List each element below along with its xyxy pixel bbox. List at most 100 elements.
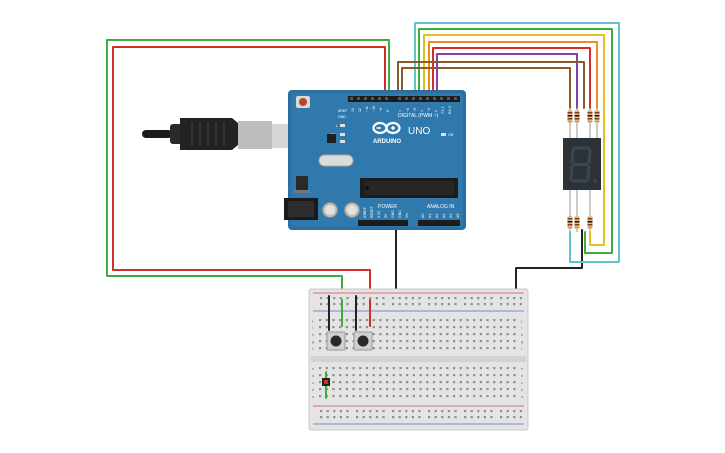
breadboard-hole <box>345 326 348 329</box>
breadboard-hole <box>426 388 429 391</box>
wire-orange[interactable] <box>428 41 598 109</box>
svg-text:RESET: RESET <box>370 205 374 218</box>
breadboard-hole <box>379 367 382 370</box>
breadboard-hole <box>486 347 489 350</box>
wire-green-seg[interactable] <box>418 28 613 254</box>
svg-text:4: 4 <box>420 110 424 112</box>
breadboard-hole <box>339 303 342 306</box>
breadboard-hole <box>399 381 402 384</box>
breadboard-hole <box>513 367 516 370</box>
breadboard-hole <box>513 388 516 391</box>
wire-cyan[interactable] <box>414 22 620 263</box>
breadboard-hole <box>386 388 389 391</box>
breadboard-hole <box>399 374 402 377</box>
resistor <box>594 108 600 126</box>
wire-brown-b[interactable] <box>397 61 585 109</box>
wire-purple[interactable] <box>436 53 578 109</box>
breadboard-hole <box>369 297 372 300</box>
breadboard-hole <box>386 326 389 329</box>
svg-text:c: c <box>521 380 523 385</box>
wire-black-gnd-display[interactable] <box>515 229 583 297</box>
digital-header[interactable] <box>348 96 460 102</box>
breadboard-hole <box>432 333 436 336</box>
breadboard-hole <box>466 395 469 398</box>
breadboard-hole <box>426 340 429 343</box>
wire-yellow[interactable] <box>423 34 605 246</box>
power-label: POWER <box>378 204 397 210</box>
breadboard-hole <box>439 340 442 343</box>
breadboard[interactable]: j i h g f e d c b a j i h g f e d c b a <box>308 288 529 431</box>
breadboard-hole <box>493 395 496 398</box>
breadboard-hole <box>454 416 457 419</box>
wire-red-seg[interactable] <box>432 47 591 109</box>
breadboard-hole <box>419 395 422 398</box>
svg-text:d: d <box>521 373 523 378</box>
breadboard-hole <box>453 395 456 398</box>
breadboard-hole <box>418 297 421 300</box>
breadboard-hole <box>453 333 456 336</box>
breadboard-hole <box>412 340 415 343</box>
breadboard-hole <box>352 388 355 391</box>
breadboard-hole <box>405 303 408 306</box>
breadboard-hole <box>453 340 456 343</box>
breadboard-hole <box>453 374 456 377</box>
wire-green-button[interactable] <box>106 39 390 327</box>
seven-segment-display[interactable] <box>563 126 601 214</box>
breadboard-hole <box>439 381 442 384</box>
breadboard-hole <box>412 319 415 322</box>
push-button-right[interactable] <box>353 331 373 351</box>
svg-text:A2: A2 <box>435 214 439 218</box>
breadboard-hole <box>326 303 329 306</box>
breadboard-hole <box>519 303 522 306</box>
breadboard-hole <box>399 319 402 322</box>
breadboard-hole <box>441 410 444 413</box>
breadboard-hole <box>352 374 355 377</box>
breadboard-hole <box>326 416 329 419</box>
breadboard-hole <box>320 416 323 419</box>
breadboard-hole <box>446 388 449 391</box>
breadboard-hole <box>466 347 469 350</box>
breadboard-hole <box>345 347 348 350</box>
breadboard-hole <box>386 374 389 377</box>
breadboard-hole <box>483 303 486 306</box>
arduino-uno-board[interactable]: AREF GND DIGITAL (PWM ~) 13 12 ~11 ~10 ~… <box>284 90 466 230</box>
breadboard-hole <box>428 416 431 419</box>
push-button-left[interactable] <box>326 331 346 351</box>
breadboard-hole <box>362 410 365 413</box>
breadboard-hole <box>375 410 378 413</box>
analog-header[interactable] <box>418 220 460 226</box>
breadboard-hole <box>392 333 395 336</box>
breadboard-hole <box>473 347 476 350</box>
breadboard-hole <box>499 319 503 322</box>
breadboard-hole <box>412 333 415 336</box>
svg-text:i: i <box>312 325 313 330</box>
svg-text:A4: A4 <box>449 214 453 218</box>
svg-text:GND: GND <box>391 210 395 218</box>
breadboard-hole <box>379 340 382 343</box>
svg-text:A0: A0 <box>421 214 425 218</box>
breadboard-hole <box>490 410 493 413</box>
breadboard-hole <box>359 395 362 398</box>
breadboard-hole <box>372 319 375 322</box>
breadboard-hole <box>519 297 522 300</box>
breadboard-hole <box>345 388 348 391</box>
red-led[interactable] <box>322 378 330 386</box>
breadboard-hole <box>432 395 436 398</box>
breadboard-hole <box>362 416 365 419</box>
breadboard-hole <box>466 367 469 370</box>
breadboard-hole <box>493 374 496 377</box>
svg-text:d: d <box>312 373 314 378</box>
wire-brown-a[interactable] <box>401 67 571 109</box>
svg-text:RX 0: RX 0 <box>448 106 452 114</box>
display-digit-segments <box>569 146 592 183</box>
breadboard-hole <box>386 381 389 384</box>
breadboard-hole <box>432 347 436 350</box>
breadboard-hole <box>428 303 431 306</box>
breadboard-hole <box>459 319 462 322</box>
breadboard-hole <box>441 297 444 300</box>
breadboard-hole <box>446 333 449 336</box>
power-header[interactable] <box>358 220 408 226</box>
breadboard-hole <box>332 374 335 377</box>
wire-red-button[interactable] <box>112 46 386 327</box>
breadboard-hole <box>386 319 389 322</box>
